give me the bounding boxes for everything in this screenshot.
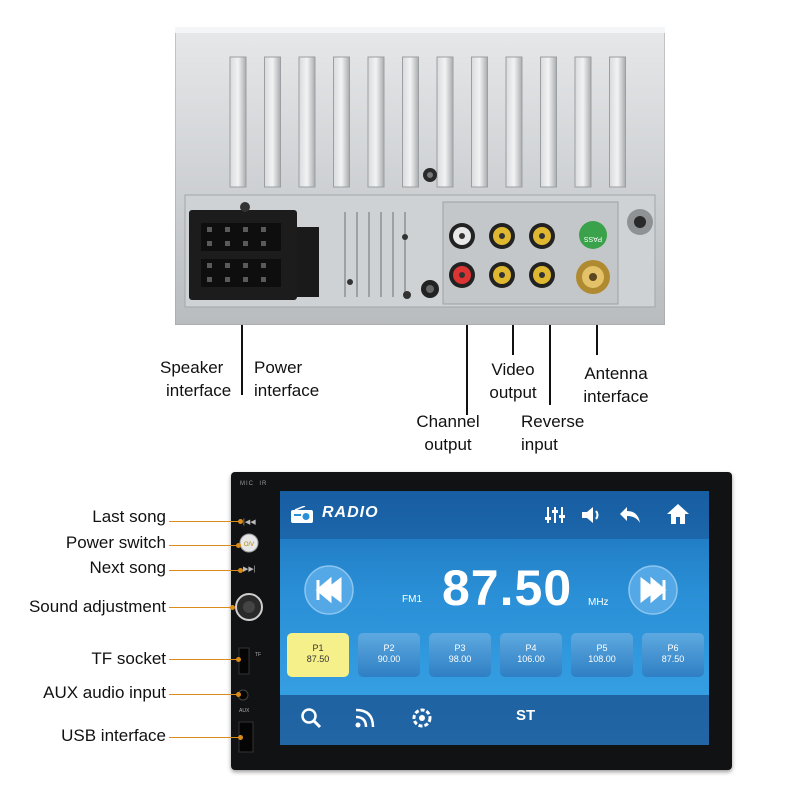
reverse-callout-line [549, 325, 551, 405]
preset-frequency: 90.00 [377, 654, 401, 664]
settings-icon[interactable] [410, 706, 434, 730]
unit-label: MHz [588, 597, 609, 608]
speaker-interface-label: Speaker interface [160, 358, 232, 400]
home-icon[interactable] [666, 503, 690, 525]
last-song-label: Last song [92, 507, 166, 526]
svg-text:O/V: O/V [244, 542, 254, 548]
screen-title: RADIO [322, 504, 379, 521]
video-output-label: Video output [489, 360, 537, 402]
svg-text:|◀◀: |◀◀ [243, 519, 256, 526]
power-interface-label: Power interface [254, 358, 320, 400]
preset-name: P5 [596, 643, 608, 653]
preset-name: P6 [667, 643, 679, 653]
channel-callout-line [466, 325, 468, 415]
preset-frequency: 106.00 [517, 654, 545, 664]
usb-interface-callout [169, 735, 243, 740]
screen-top-bar [280, 491, 709, 539]
sound-adjustment-callout [169, 605, 235, 610]
speaker-callout-line [241, 325, 243, 395]
tf-socket-label: TF socket [91, 649, 166, 668]
front-controls-illustration: |◀◀ O/V ▶▶| TF AUX [235, 519, 263, 753]
next-icon[interactable] [628, 565, 678, 615]
video-callout-line [512, 325, 514, 355]
reverse-input-label: Reverse input [521, 412, 585, 454]
preset-frequency: 87.50 [661, 654, 685, 664]
volume-icon[interactable] [580, 505, 602, 525]
preset-frequency: 87.50 [306, 654, 330, 664]
next-song-callout [169, 568, 243, 573]
tf-socket-callout [169, 657, 241, 662]
last-song-callout [169, 519, 243, 524]
channel-output-label: Channel output [416, 412, 480, 454]
frequency-display: 87.50 [442, 560, 573, 616]
preset-frequency: 98.00 [448, 654, 472, 664]
svg-text:PASS: PASS [584, 235, 602, 242]
equalizer-icon[interactable] [544, 505, 566, 525]
stereo-indicator: ST [516, 707, 536, 724]
svg-text:TF: TF [255, 652, 261, 658]
preset-name: P3 [454, 643, 466, 653]
rss-icon[interactable] [354, 707, 376, 729]
radio-icon [291, 506, 313, 523]
search-icon[interactable] [300, 707, 322, 729]
antenna-interface-label: Antenna interface [583, 364, 649, 406]
back-icon[interactable] [618, 505, 642, 525]
power-switch-label: Power switch [65, 533, 166, 552]
mic-ir-marking: MIC IR [240, 481, 268, 487]
power-switch-callout [169, 543, 241, 548]
antenna-callout-line [596, 325, 598, 355]
rear-panel-illustration: PASS [175, 27, 665, 325]
band-label: FM1 [402, 594, 422, 605]
usb-interface-label: USB interface [61, 726, 166, 745]
svg-text:▶▶|: ▶▶| [243, 566, 256, 573]
sound-adjustment-label: Sound adjustment [28, 597, 166, 616]
preset-name: P2 [383, 643, 395, 653]
next-song-label: Next song [89, 558, 166, 577]
preset-name: P1 [312, 643, 324, 653]
preset-name: P4 [525, 643, 537, 653]
preset-frequency: 108.00 [588, 654, 616, 664]
svg-text:AUX: AUX [239, 708, 250, 714]
prev-icon[interactable] [304, 565, 354, 615]
screen-bottom-bar [280, 695, 709, 745]
aux-input-callout [169, 692, 241, 697]
aux-input-label: AUX audio input [43, 683, 166, 702]
